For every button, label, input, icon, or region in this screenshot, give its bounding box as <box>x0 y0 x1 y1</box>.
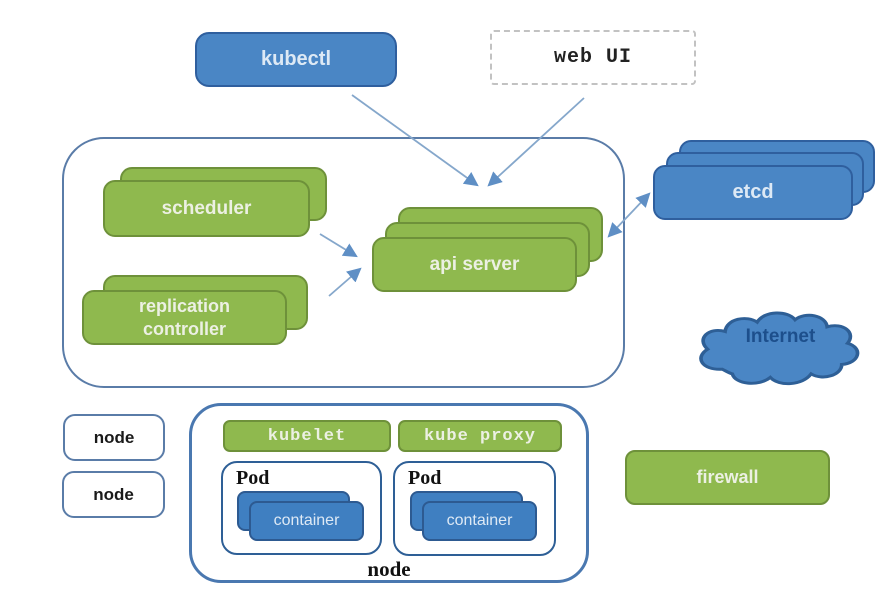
pod1-title: Pod <box>236 467 270 489</box>
node-top-label: node <box>93 427 135 447</box>
scheduler-label: scheduler <box>161 197 252 219</box>
replication-controller-label: replication controller <box>139 295 230 341</box>
pod2-container-box: container <box>422 501 537 541</box>
api-server-box: api server <box>372 237 577 292</box>
pod2-title: Pod <box>408 467 442 489</box>
kubelet-label: kubelet <box>267 426 347 446</box>
cloud-icon <box>699 311 860 386</box>
node-box-bottom: node <box>62 471 165 518</box>
etcd-box: etcd <box>653 165 853 220</box>
internet-cloud: Internet <box>693 308 868 388</box>
kube-proxy-box: kube proxy <box>398 420 562 452</box>
kubelet-box: kubelet <box>223 420 391 452</box>
web-ui-box: web UI <box>490 30 696 85</box>
internet-label: Internet <box>745 325 816 347</box>
kube-proxy-label: kube proxy <box>423 426 537 446</box>
firewall-label: firewall <box>696 467 759 487</box>
firewall-box: firewall <box>625 450 830 505</box>
api-server-label: api server <box>429 253 520 275</box>
pod1-container-box: container <box>249 501 364 541</box>
replication-label-line2: controller <box>142 318 226 339</box>
node-bottom-left-label: node <box>93 484 134 504</box>
master-boundary <box>62 137 625 388</box>
pod1-container-label: container <box>273 512 340 529</box>
kubectl-box: kubectl <box>195 32 397 87</box>
pod2-container-label: container <box>446 512 513 529</box>
scheduler-box: scheduler <box>103 180 310 237</box>
node-box-top: node <box>63 414 165 461</box>
node-cluster-caption: node <box>367 556 411 581</box>
web-ui-label: web UI <box>553 46 632 69</box>
kubectl-label: kubectl <box>260 48 332 70</box>
replication-controller-box: replication controller <box>82 290 287 345</box>
replication-label-line1: replication <box>138 295 231 316</box>
etcd-label: etcd <box>732 181 774 203</box>
